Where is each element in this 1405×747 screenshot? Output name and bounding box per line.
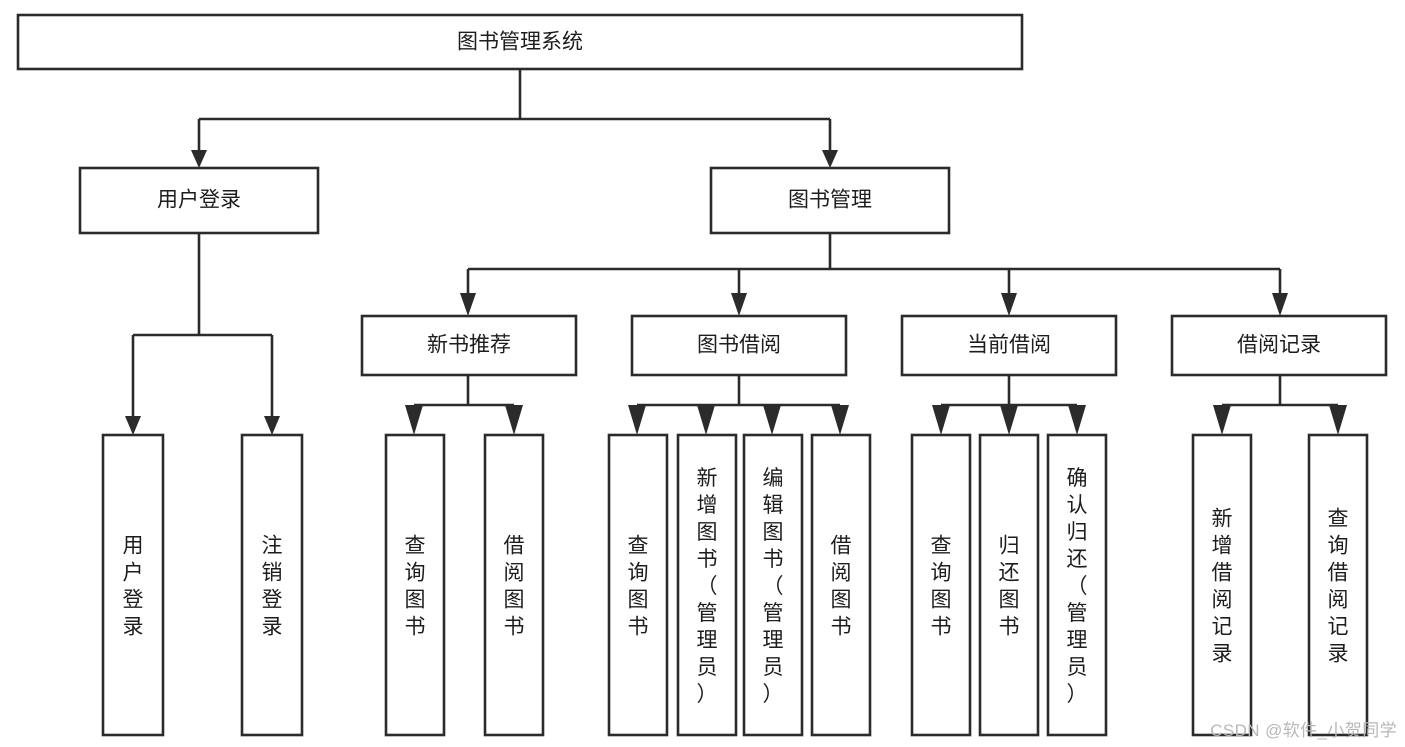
node-leaf-add-book-label: 新增图书（管理员） — [697, 467, 718, 706]
node-root-label: 图书管理系统 — [457, 31, 583, 54]
arrow-head-leaf-confirm-return — [1068, 405, 1086, 435]
node-leaf-confirm-return[interactable]: 确认归还（管理员） — [1046, 433, 1108, 737]
node-leaf-add-book[interactable]: 新增图书（管理员） — [676, 433, 738, 737]
node-book-borrow-label: 图书借阅 — [697, 334, 781, 357]
node-leaf-query-book-2-label: 查询图书 — [628, 535, 649, 639]
node-leaf-query-book-3-label: 查询图书 — [931, 535, 952, 639]
node-new-book-recommend[interactable]: 新书推荐 — [360, 314, 578, 377]
connector-layer — [125, 69, 1347, 435]
node-new-book-recommend-label: 新书推荐 — [427, 334, 511, 357]
node-leaf-logout-login-box[interactable] — [240, 433, 304, 737]
arrow-head-leaf-query-book-2 — [628, 405, 646, 435]
node-leaf-add-record[interactable]: 新增借阅记录 — [1191, 433, 1253, 737]
node-new-book-recommend-box[interactable] — [360, 314, 578, 377]
arrow-head-leaf-query-record — [1329, 405, 1347, 435]
node-current-borrow-box[interactable] — [900, 314, 1118, 377]
node-leaf-query-record-box[interactable] — [1307, 433, 1369, 737]
arrow-head-leaf-borrow-book-2 — [831, 405, 849, 435]
arrow-head-current-borrow — [1001, 293, 1017, 316]
arrow-head-new-book-recommend — [460, 293, 476, 316]
node-user-login-label: 用户登录 — [157, 189, 241, 212]
arrow-head-leaf-add-book — [697, 405, 715, 435]
node-leaf-borrow-book-2[interactable]: 借阅图书 — [810, 433, 872, 737]
node-leaf-borrow-book-1[interactable]: 借阅图书 — [483, 433, 545, 737]
node-current-borrow[interactable]: 当前借阅 — [900, 314, 1118, 377]
node-leaf-query-book-1-label: 查询图书 — [405, 535, 426, 639]
node-leaf-query-record-label: 查询借阅记录 — [1328, 508, 1349, 666]
arrow-head-borrow-record — [1272, 293, 1288, 316]
node-leaf-borrow-book-2-box[interactable] — [810, 433, 872, 737]
node-borrow-record-label: 借阅记录 — [1237, 334, 1321, 357]
csdn-watermark: CSDN @软件_小贺同学 — [1210, 721, 1397, 740]
node-leaf-confirm-return-label: 确认归还（管理员） — [1067, 467, 1088, 706]
arrow-head-leaf-return-book — [1000, 405, 1018, 435]
node-leaf-user-login-box[interactable] — [101, 433, 165, 737]
arrow-head-leaf-borrow-book-1 — [505, 405, 523, 435]
arrow-head-book-management — [822, 150, 838, 168]
node-leaf-user-login[interactable]: 用户登录 — [101, 433, 165, 737]
node-leaf-add-book-box[interactable] — [676, 433, 738, 737]
arrow-head-leaf-user-login — [125, 416, 141, 435]
node-book-management-box[interactable] — [709, 166, 951, 235]
node-leaf-borrow-book-2-label: 借阅图书 — [831, 535, 852, 639]
node-leaf-query-book-2-box[interactable] — [607, 433, 669, 737]
node-leaf-user-login-label: 用户登录 — [123, 535, 144, 639]
arrow-head-leaf-query-book-1 — [405, 405, 423, 435]
node-user-login[interactable]: 用户登录 — [78, 166, 320, 235]
node-leaf-borrow-book-1-box[interactable] — [483, 433, 545, 737]
node-leaf-add-record-label: 新增借阅记录 — [1212, 508, 1233, 666]
node-borrow-record-box[interactable] — [1170, 314, 1388, 377]
node-leaf-edit-book[interactable]: 编辑图书（管理员） — [742, 433, 804, 737]
node-leaf-return-book-label: 归还图书 — [999, 535, 1020, 639]
node-root[interactable]: 图书管理系统 — [16, 13, 1024, 71]
node-leaf-return-book[interactable]: 归还图书 — [978, 433, 1040, 737]
node-leaf-logout-login-label: 注销登录 — [262, 535, 283, 639]
node-root-box[interactable] — [16, 13, 1024, 71]
node-leaf-add-record-box[interactable] — [1191, 433, 1253, 737]
arrow-head-book-borrow — [731, 293, 747, 316]
node-leaf-edit-book-label: 编辑图书（管理员） — [763, 467, 784, 706]
node-leaf-query-book-2[interactable]: 查询图书 — [607, 433, 669, 737]
node-book-borrow[interactable]: 图书借阅 — [630, 314, 848, 377]
node-leaf-query-book-1-box[interactable] — [384, 433, 446, 737]
node-book-borrow-box[interactable] — [630, 314, 848, 377]
node-leaf-query-book-1[interactable]: 查询图书 — [384, 433, 446, 737]
node-leaf-borrow-book-1-label: 借阅图书 — [504, 535, 525, 639]
node-leaf-query-book-3-box[interactable] — [910, 433, 972, 737]
arrow-head-leaf-logout-login — [264, 416, 280, 435]
arrow-head-leaf-edit-book — [763, 405, 781, 435]
node-leaf-query-record[interactable]: 查询借阅记录 — [1307, 433, 1369, 737]
arrow-head-leaf-query-book-3 — [932, 405, 950, 435]
arrow-head-leaf-add-record — [1213, 405, 1231, 435]
node-borrow-record[interactable]: 借阅记录 — [1170, 314, 1388, 377]
arrow-head-user-login — [191, 150, 207, 168]
node-user-login-box[interactable] — [78, 166, 320, 235]
node-book-management[interactable]: 图书管理 — [709, 166, 951, 235]
node-leaf-return-book-box[interactable] — [978, 433, 1040, 737]
node-leaf-confirm-return-box[interactable] — [1046, 433, 1108, 737]
node-book-management-label: 图书管理 — [788, 189, 872, 212]
node-leaf-edit-book-box[interactable] — [742, 433, 804, 737]
node-current-borrow-label: 当前借阅 — [967, 334, 1051, 357]
node-leaf-query-book-3[interactable]: 查询图书 — [910, 433, 972, 737]
node-leaf-logout-login[interactable]: 注销登录 — [240, 433, 304, 737]
